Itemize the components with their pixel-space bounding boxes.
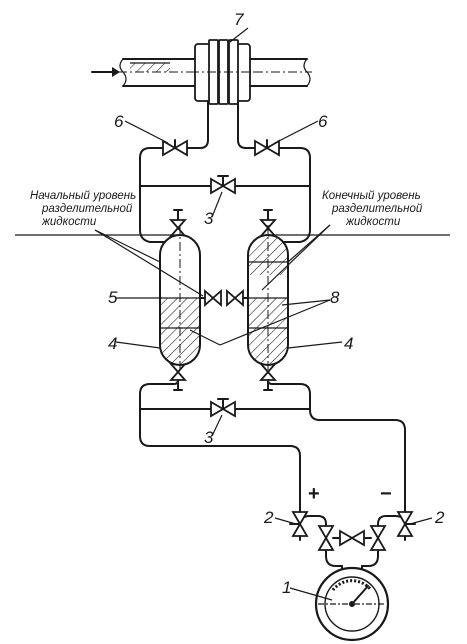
vent-valve-left-top[interactable]	[169, 209, 187, 237]
callout-2-left: 2	[263, 508, 274, 527]
gauge-inlet-valve-left[interactable]	[317, 525, 335, 551]
separation-vessel-left	[159, 225, 201, 372]
level-cock-left[interactable]	[199, 289, 222, 307]
svg-text:Начальный уровень: Начальный уровень	[30, 190, 136, 202]
initial-level-label: Начальный уровень разделительной жидкост…	[30, 190, 136, 228]
callout-2-right: 2	[434, 508, 445, 527]
svg-text:жидкости: жидкости	[41, 216, 97, 228]
equalizing-valve[interactable]	[332, 529, 372, 547]
final-level-label: Конечный уровень разделительной жидкости	[322, 190, 423, 228]
differential-pressure-gauge	[314, 565, 390, 642]
orifice-flange-assembly	[190, 39, 255, 105]
level-cock-right[interactable]	[226, 289, 249, 307]
callout-1: 1	[282, 578, 291, 597]
valve-6-left[interactable]	[162, 139, 188, 157]
svg-text:разделительной: разделительной	[331, 203, 423, 215]
svg-text:Конечный уровень: Конечный уровень	[322, 190, 421, 202]
callout-6-right: 6	[318, 112, 328, 131]
callout-3-bottom: 3	[204, 428, 214, 447]
callout-4-right: 4	[344, 334, 353, 353]
valve-6-right[interactable]	[254, 139, 280, 157]
svg-text:жидкости: жидкости	[345, 216, 401, 228]
leader-lines	[94, 27, 433, 601]
separation-vessel-right	[247, 225, 289, 372]
callout-5: 5	[108, 288, 118, 307]
callout-8: 8	[330, 288, 340, 307]
valve-3-bottom[interactable]	[210, 398, 236, 418]
valve-2-right[interactable]	[396, 511, 416, 537]
drain-valve-left-bottom[interactable]	[169, 363, 187, 391]
svg-text:разделительной: разделительной	[41, 203, 133, 215]
minus-sign: −	[380, 483, 392, 505]
callout-4-left: 4	[108, 334, 117, 353]
callout-3-top: 3	[204, 209, 214, 228]
callout-6-left: 6	[114, 112, 124, 131]
gauge-inlet-valve-right[interactable]	[369, 525, 387, 551]
plus-sign: +	[308, 483, 320, 505]
callout-7: 7	[234, 10, 244, 29]
valve-3-top[interactable]	[210, 175, 236, 195]
flow-arrow-icon	[91, 67, 120, 77]
valve-2-left[interactable]	[289, 511, 309, 537]
